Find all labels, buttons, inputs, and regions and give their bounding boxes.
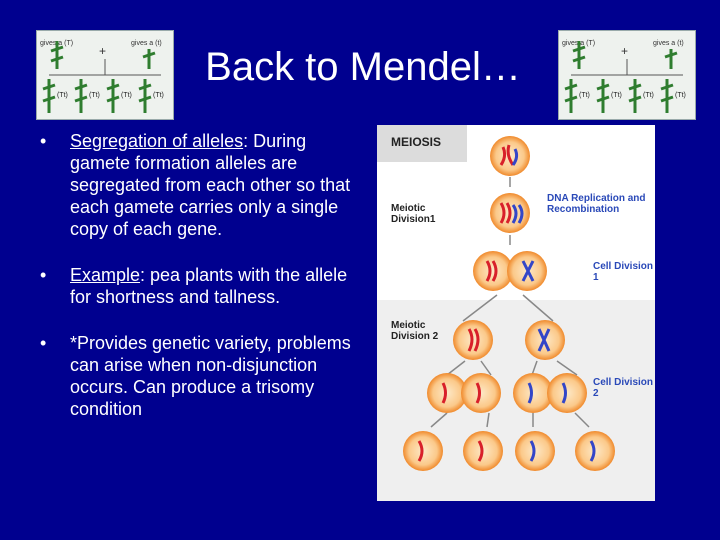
bullet-genetic-variety: • *Provides genetic variety, problems ca… bbox=[36, 332, 356, 420]
bullet-segregation: • Segregation of alleles: During gamete … bbox=[36, 130, 356, 240]
cell-division-2-label: Cell Division 2 bbox=[593, 377, 654, 399]
dna-replication-label: DNA Replication and Recombination bbox=[547, 193, 646, 215]
cell-division1-left bbox=[473, 251, 513, 291]
meiosis-diagram: MEIOSIS Meiotic Division1 DNA Replicatio… bbox=[377, 125, 655, 501]
bullet-text: *Provides genetic variety, problems can … bbox=[70, 333, 351, 419]
cross-symbol: + bbox=[621, 44, 628, 58]
bullet-lead: Segregation of alleles bbox=[70, 131, 244, 151]
slide-title: Back to Mendel… bbox=[205, 45, 521, 89]
genotype-2: (Tt) bbox=[611, 92, 622, 99]
genotype-1: (Tt) bbox=[57, 92, 68, 99]
genotype-2: (Tt) bbox=[89, 92, 100, 99]
genotype-4: (Tt) bbox=[675, 92, 686, 99]
meiosis-header: MEIOSIS bbox=[391, 135, 442, 149]
meiotic-division-2-label: Meiotic Division 2 bbox=[391, 320, 439, 342]
meiotic-division-1-label: Meiotic Division1 bbox=[391, 203, 436, 225]
genetics-cross-image-left: gives a (T) gives a (t) + (Tt) (Tt) (Tt)… bbox=[36, 30, 174, 120]
bullet-text: : pea plants with the allele for shortne… bbox=[70, 265, 348, 307]
gives-t-label: gives a (t) bbox=[131, 40, 162, 47]
genotype-4: (Tt) bbox=[153, 92, 164, 99]
bullet-lead: Example bbox=[70, 265, 141, 285]
genetics-cross-image-right: gives a (T) gives a (t) + (Tt) (Tt) (Tt)… bbox=[558, 30, 696, 120]
bullet-text: : During gamete formation alleles are se… bbox=[70, 131, 351, 239]
cross-symbol: + bbox=[99, 44, 106, 58]
genotype-3: (Tt) bbox=[643, 92, 654, 99]
bullet-dot: • bbox=[40, 131, 47, 151]
gives-t-label: gives a (t) bbox=[653, 40, 684, 47]
bullet-example: • Example: pea plants with the allele fo… bbox=[36, 264, 356, 308]
genotype-1: (Tt) bbox=[579, 92, 590, 99]
bullet-dot: • bbox=[40, 333, 47, 353]
genotype-3: (Tt) bbox=[121, 92, 132, 99]
bullet-dot: • bbox=[40, 265, 47, 285]
cell-division-1-label: Cell Division 1 bbox=[593, 261, 654, 283]
bullet-list: • Segregation of alleles: During gamete … bbox=[36, 130, 356, 444]
